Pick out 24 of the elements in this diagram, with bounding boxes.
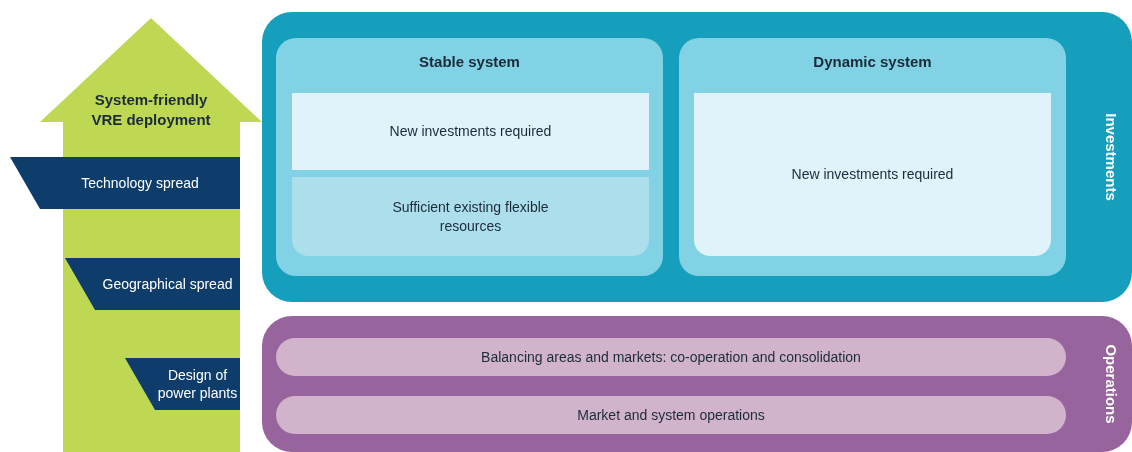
content-box (292, 93, 649, 170)
box-text: Sufficient existing flexible resources (391, 198, 550, 235)
tag-label: Technology spread (81, 173, 199, 193)
tag-banner (65, 258, 240, 310)
operation-bar (276, 338, 1066, 376)
box-text: New investments required (389, 122, 552, 141)
card-title: Stable system (419, 52, 520, 72)
section-label: Investments (1103, 113, 1120, 201)
section-panel (262, 316, 1132, 452)
tag-label: Geographical spread (102, 274, 233, 294)
content-box (292, 177, 649, 256)
section-panel (262, 12, 1132, 302)
system-card (276, 38, 663, 276)
content-box (694, 93, 1051, 256)
system-card (679, 38, 1066, 276)
operation-bar (276, 396, 1066, 434)
tag-label: Design of power plants (156, 365, 239, 403)
card-title: Dynamic system (813, 52, 932, 72)
arrow-label: System-friendly VRE deployment (91, 90, 211, 129)
bar-text: Balancing areas and markets: co-operation and consolidation (481, 347, 861, 367)
section-label: Operations (1103, 344, 1120, 424)
box-text: New investments required (791, 165, 954, 184)
bar-text: Market and system operations (577, 405, 765, 425)
tag-banner (10, 157, 240, 209)
